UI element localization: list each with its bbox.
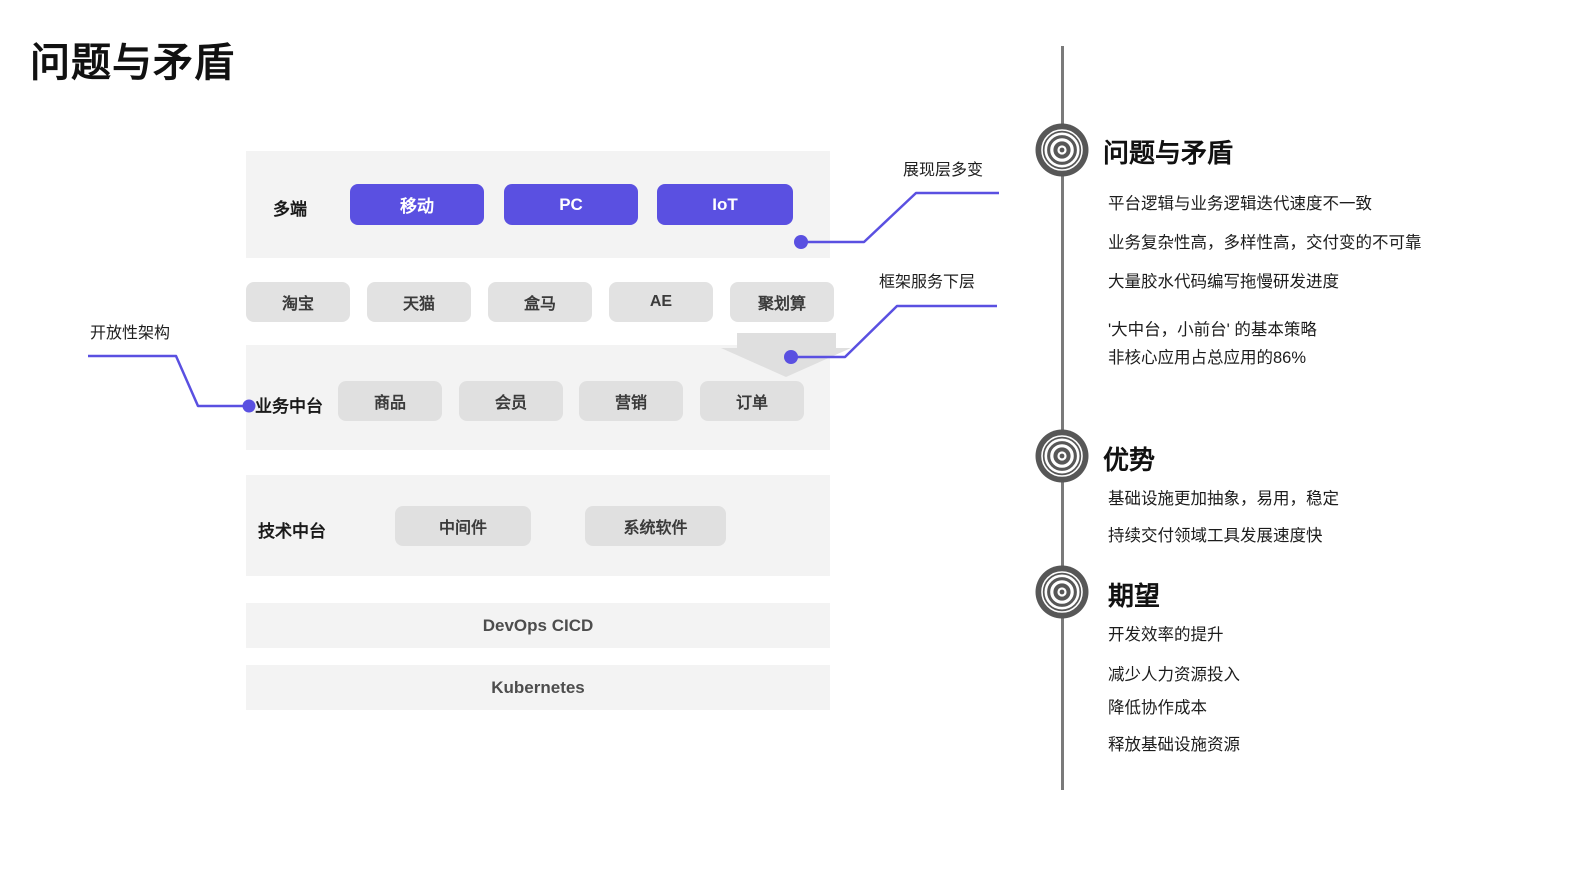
annotation-framework-layer: 框架服务下层 [879,274,976,291]
bar-devops: DevOps CICD [246,603,830,648]
timeline-item: 降低协作成本 [1108,699,1207,717]
timeline-item: 平台逻辑与业务逻辑迭代速度不一致 [1108,195,1372,213]
chip-member: 会员 [459,381,563,421]
layer-box-tech [246,475,830,576]
chip-order: 订单 [700,381,804,421]
timeline-item: 大量胶水代码编写拖慢研发进度 [1108,273,1339,291]
bullseye-icon-advantages [1035,429,1089,483]
chip-marketing: 营销 [579,381,683,421]
timeline-item: 释放基础设施资源 [1108,736,1240,754]
button-iot: IoT [657,184,793,225]
timeline-item: 减少人力资源投入 [1108,666,1240,684]
chip-taobao: 淘宝 [246,282,350,322]
timeline-item: 开发效率的提升 [1108,626,1224,644]
timeline-item: 基础设施更加抽象，易用，稳定 [1108,490,1339,508]
bullseye-icon-expectations [1035,565,1089,619]
timeline-heading-advantages: 优势 [1103,445,1156,475]
timeline-heading-expectations: 期望 [1108,581,1161,611]
annotation-presentation-layer: 展现层多变 [903,162,984,179]
bar-kubernetes: Kubernetes [246,665,830,710]
chip-goods: 商品 [338,381,442,421]
chip-juhuasuan: 聚划算 [730,282,834,322]
chip-middleware: 中间件 [395,506,531,546]
chip-tmall: 天猫 [367,282,471,322]
chip-system-software: 系统软件 [585,506,726,546]
timeline-line [1061,46,1064,790]
timeline-heading-problems: 问题与矛盾 [1103,138,1234,168]
chip-hema: 盒马 [488,282,592,322]
layer-label-business: 业务中台 [255,397,323,416]
timeline-item: 业务复杂性高，多样性高，交付变的不可靠 [1108,234,1422,252]
timeline-item: 持续交付领域工具发展速度快 [1108,527,1323,545]
button-mobile: 移动 [350,184,484,225]
layer-label-multi-end: 多端 [273,200,307,219]
annotation-open-architecture: 开放性架构 [90,325,171,342]
timeline-item: '大中台，小前台' 的基本策略 [1108,321,1317,339]
layer-label-tech: 技术中台 [258,522,326,541]
page-title: 问题与矛盾 [30,41,235,85]
chip-ae: AE [609,282,713,322]
timeline-item: 非核心应用占总应用的86% [1108,349,1307,367]
button-pc: PC [504,184,638,225]
bullseye-icon-problems [1035,123,1089,177]
